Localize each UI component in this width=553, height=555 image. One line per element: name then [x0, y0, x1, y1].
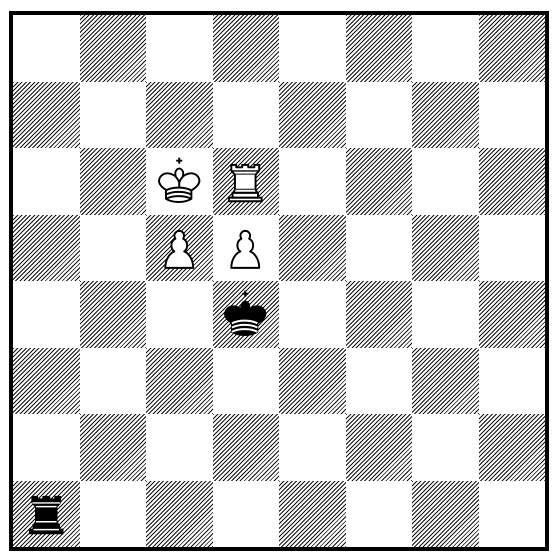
white-king-icon[interactable] [146, 148, 213, 215]
square-d2[interactable] [213, 414, 280, 481]
square-b6[interactable] [80, 148, 147, 215]
square-f7[interactable] [346, 82, 413, 149]
square-d3[interactable] [213, 348, 280, 415]
square-a2[interactable] [13, 414, 80, 481]
square-g5[interactable] [412, 215, 479, 282]
square-f3[interactable] [346, 348, 413, 415]
square-g6[interactable] [412, 148, 479, 215]
white-pawn-icon[interactable] [146, 215, 213, 282]
square-c6[interactable] [146, 148, 213, 215]
black-rook-icon-graphic [19, 486, 74, 541]
square-a8[interactable] [13, 15, 80, 82]
square-f1[interactable] [346, 481, 413, 548]
square-d1[interactable] [213, 481, 280, 548]
square-g2[interactable] [412, 414, 479, 481]
black-king-icon-graphic [218, 287, 273, 342]
square-b2[interactable] [80, 414, 147, 481]
white-pawn-icon-graphic [152, 220, 207, 275]
white-rook-icon[interactable] [213, 148, 280, 215]
square-d6[interactable] [213, 148, 280, 215]
square-d4[interactable] [213, 281, 280, 348]
square-a1[interactable] [13, 481, 80, 548]
square-g7[interactable] [412, 82, 479, 149]
square-h6[interactable] [479, 148, 546, 215]
square-b4[interactable] [80, 281, 147, 348]
square-d7[interactable] [213, 82, 280, 149]
square-g1[interactable] [412, 481, 479, 548]
square-d8[interactable] [213, 15, 280, 82]
square-a6[interactable] [13, 148, 80, 215]
white-rook-icon-graphic [218, 154, 273, 209]
square-e2[interactable] [279, 414, 346, 481]
square-h2[interactable] [479, 414, 546, 481]
square-h5[interactable] [479, 215, 546, 282]
square-c8[interactable] [146, 15, 213, 82]
square-c3[interactable] [146, 348, 213, 415]
square-f2[interactable] [346, 414, 413, 481]
square-f6[interactable] [346, 148, 413, 215]
square-g4[interactable] [412, 281, 479, 348]
square-f4[interactable] [346, 281, 413, 348]
square-b7[interactable] [80, 82, 147, 149]
square-c5[interactable] [146, 215, 213, 282]
square-a3[interactable] [13, 348, 80, 415]
square-h8[interactable] [479, 15, 546, 82]
square-e1[interactable] [279, 481, 346, 548]
square-f5[interactable] [346, 215, 413, 282]
black-king-icon[interactable] [213, 281, 280, 348]
white-king-icon-graphic [152, 154, 207, 209]
white-pawn-icon[interactable] [213, 215, 280, 282]
square-b1[interactable] [80, 481, 147, 548]
square-e5[interactable] [279, 215, 346, 282]
black-rook-icon[interactable] [13, 481, 80, 548]
square-e8[interactable] [279, 15, 346, 82]
square-c4[interactable] [146, 281, 213, 348]
square-e4[interactable] [279, 281, 346, 348]
square-g3[interactable] [412, 348, 479, 415]
chess-board [9, 11, 549, 551]
square-b3[interactable] [80, 348, 147, 415]
square-a7[interactable] [13, 82, 80, 149]
square-h7[interactable] [479, 82, 546, 149]
square-f8[interactable] [346, 15, 413, 82]
square-h3[interactable] [479, 348, 546, 415]
square-c2[interactable] [146, 414, 213, 481]
square-a4[interactable] [13, 281, 80, 348]
square-b5[interactable] [80, 215, 147, 282]
square-g8[interactable] [412, 15, 479, 82]
square-b8[interactable] [80, 15, 147, 82]
square-h4[interactable] [479, 281, 546, 348]
square-e6[interactable] [279, 148, 346, 215]
square-a5[interactable] [13, 215, 80, 282]
square-e7[interactable] [279, 82, 346, 149]
square-c7[interactable] [146, 82, 213, 149]
square-c1[interactable] [146, 481, 213, 548]
square-e3[interactable] [279, 348, 346, 415]
square-d5[interactable] [213, 215, 280, 282]
square-h1[interactable] [479, 481, 546, 548]
white-pawn-icon-graphic [218, 220, 273, 275]
